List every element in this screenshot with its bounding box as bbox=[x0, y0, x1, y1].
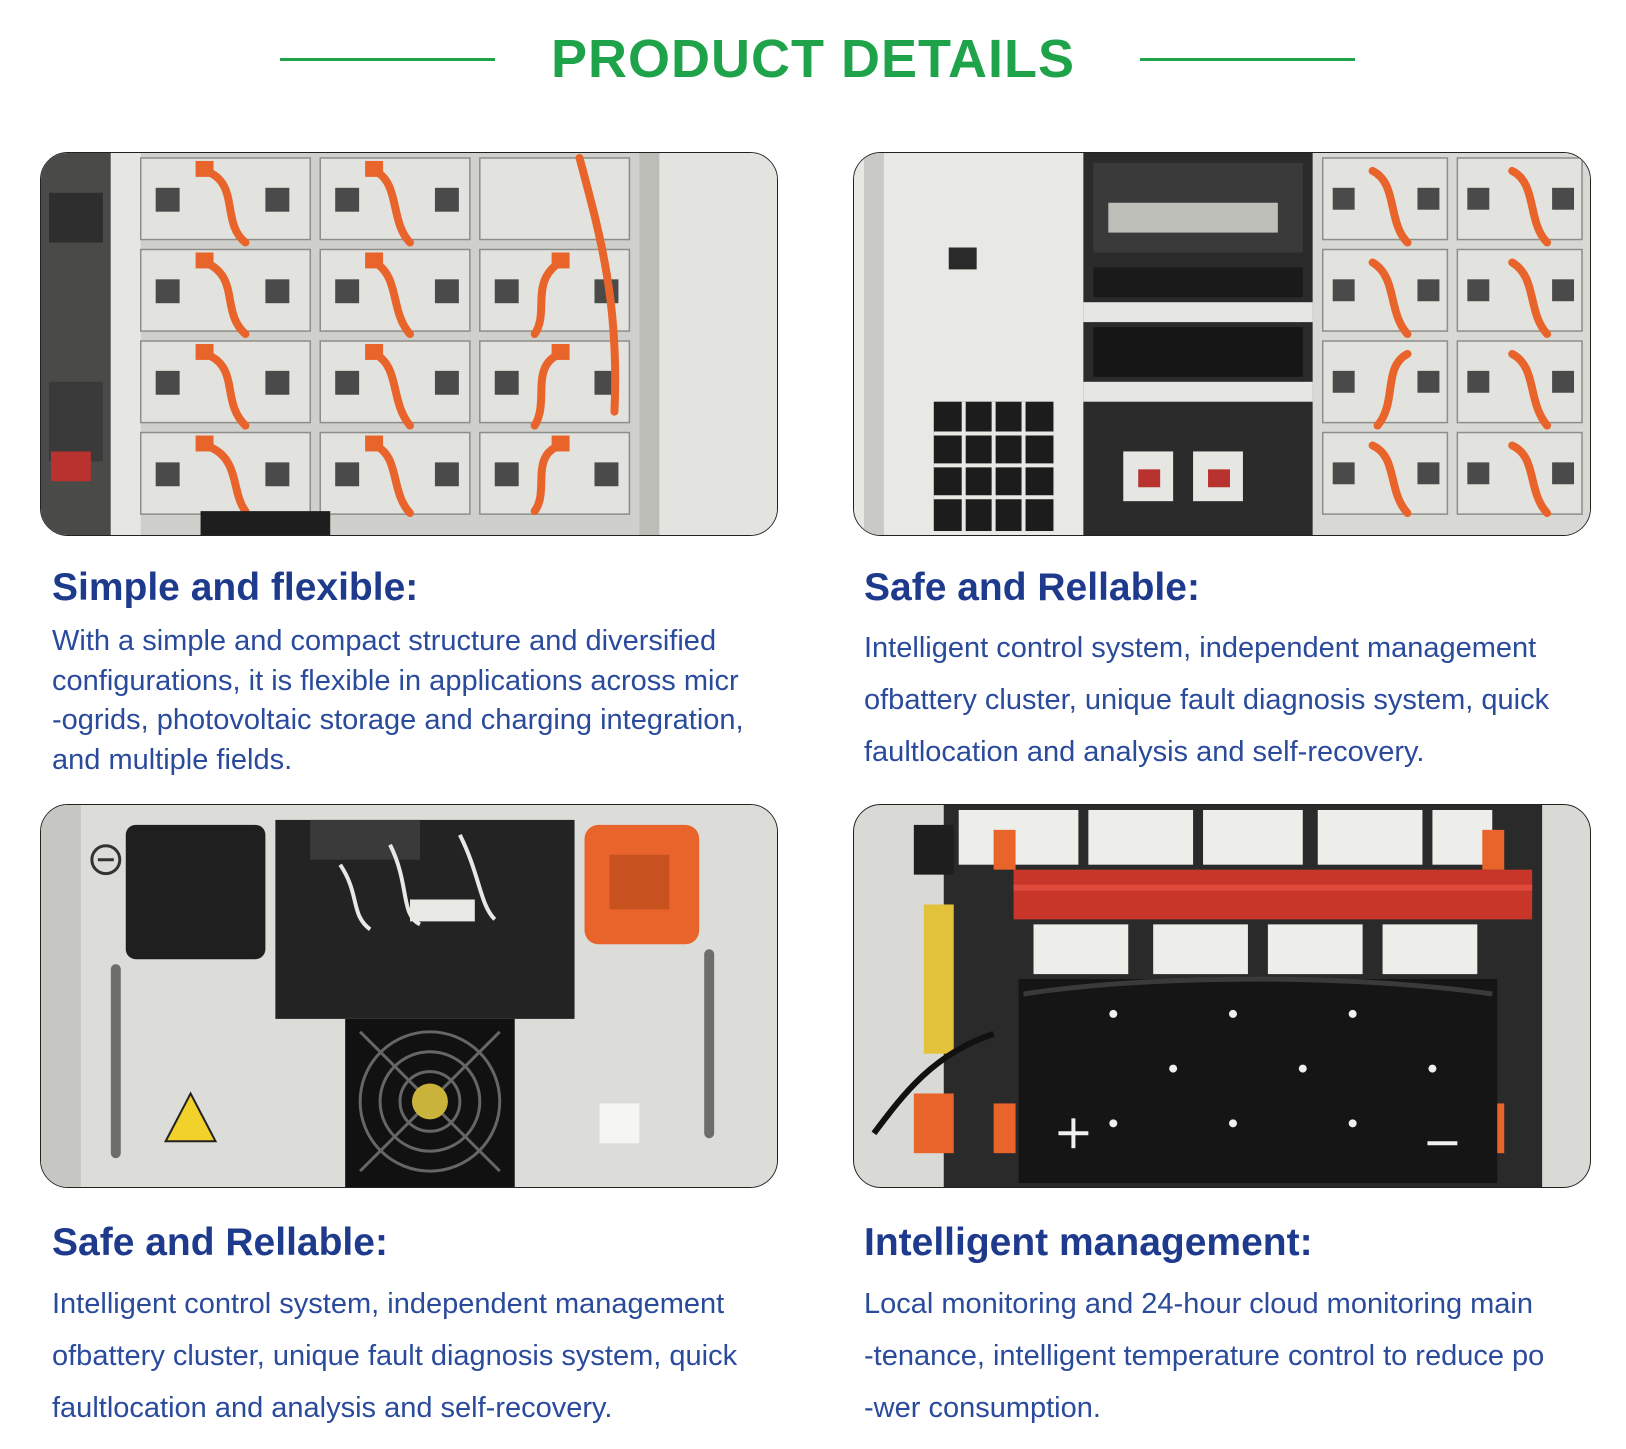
header-rule-right bbox=[1140, 58, 1355, 61]
battery-module-front-photo bbox=[40, 804, 778, 1188]
battery-module-internal-photo bbox=[853, 804, 1591, 1188]
page-header: PRODUCT DETAILS bbox=[0, 0, 1626, 120]
feature-title-3: Safe and Rellable: bbox=[52, 1221, 388, 1264]
feature-description-1: With a simple and compact structure and … bbox=[52, 625, 744, 776]
header-rule-left bbox=[280, 58, 495, 61]
page-title: PRODUCT DETAILS bbox=[551, 29, 1075, 89]
control-cabinet-photo bbox=[853, 152, 1591, 536]
feature-description-4: Local monitoring and 24-hour cloud monit… bbox=[864, 1288, 1545, 1424]
feature-title-1: Simple and flexible: bbox=[52, 566, 419, 609]
feature-title-4: Intelligent management: bbox=[864, 1221, 1313, 1264]
feature-description-2: Intelligent control system, independent … bbox=[864, 632, 1550, 768]
battery-rack-modules-photo bbox=[40, 152, 778, 536]
feature-title-2: Safe and Rellable: bbox=[864, 566, 1200, 609]
feature-description-3: Intelligent control system, independent … bbox=[52, 1288, 738, 1424]
